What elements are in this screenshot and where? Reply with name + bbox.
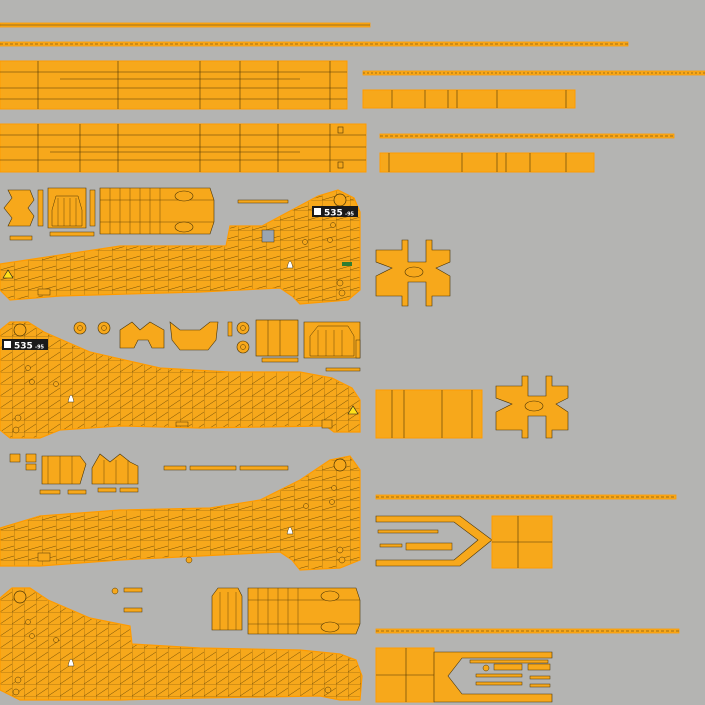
hole-icon [13,590,27,604]
hole-icon [320,621,340,633]
hole-icon [333,193,347,207]
model-suffix-label: -95 [35,345,45,351]
model-decal: 535 -95 [312,206,358,219]
hole-icon [174,221,194,233]
hole-icon [524,400,544,412]
boom-side-piece-2: 535 -95 [0,321,361,439]
boom-panel-upper [0,60,348,110]
boom-side-piece-1: 535 -95 [0,189,361,305]
hole-icon [404,266,424,278]
warning-triangle-icon [347,405,359,415]
uv-strip-group-top [0,22,705,634]
model-decal: 535 -95 [2,339,48,352]
outrigger-piece-1 [375,239,451,307]
fork-piece-2 [375,647,553,703]
boom-panel-right-b [379,152,595,173]
model-number-label: 535 [324,209,343,219]
hole-icon [333,458,347,472]
hole-icon [13,323,27,337]
boom-side-piece-4 [0,587,363,701]
outrigger-piece-2 [495,375,569,439]
hole-icon [320,590,340,602]
small-parts-row-3 [9,453,289,495]
small-parts-row-4 [111,587,361,635]
boom-panel-middle [0,123,367,173]
manual-book-icon [314,208,321,215]
uv-strip [0,41,629,47]
hole-icon [174,190,194,202]
model-number-label: 535 [14,342,33,352]
uv-strip [362,70,705,76]
model-suffix-label: -95 [345,212,355,218]
fork-piece-1 [375,515,553,569]
plate-part [375,389,483,439]
small-parts-row-1 [3,187,289,241]
small-parts-row-2 [73,319,361,372]
manual-book-icon [4,341,11,348]
warning-triangle-icon [2,269,14,279]
boom-side-piece-3 [0,455,361,571]
boom-panel-right-a [362,89,576,109]
